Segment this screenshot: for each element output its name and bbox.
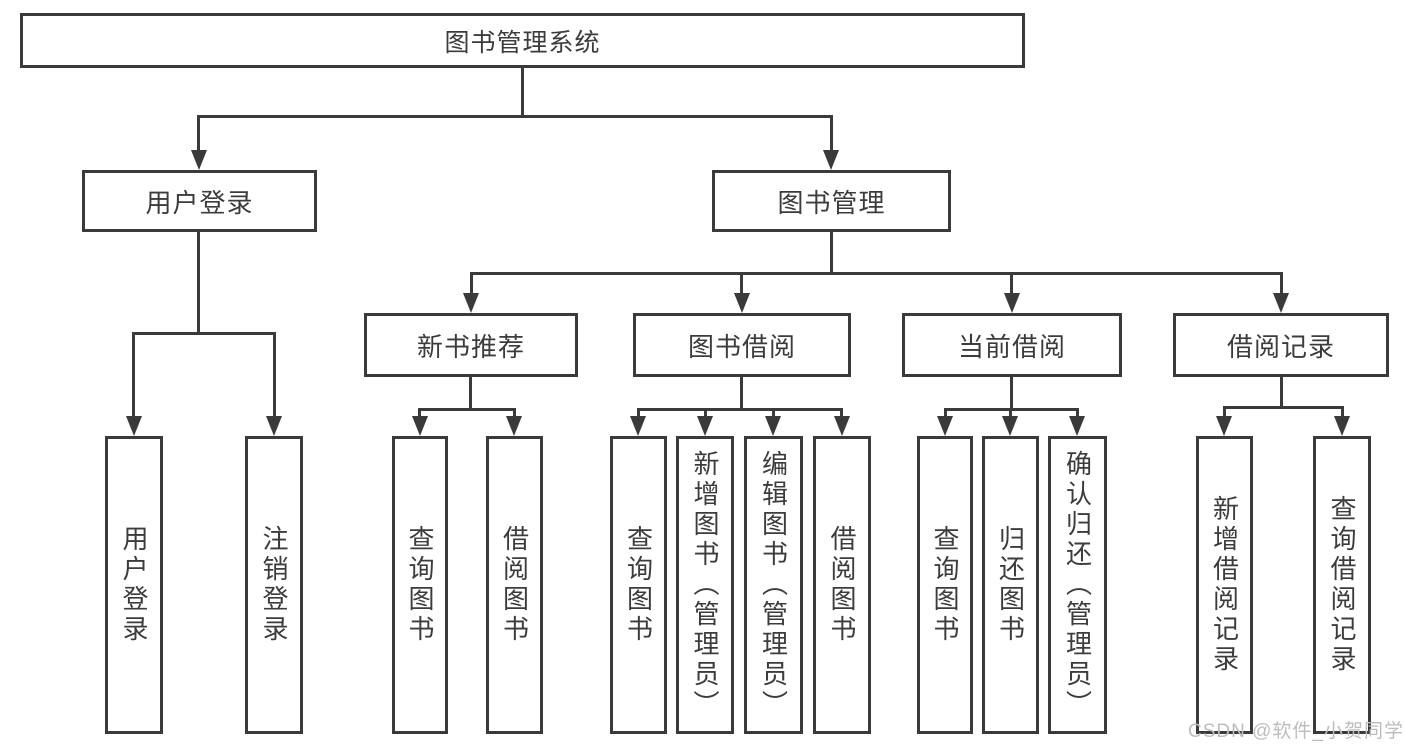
connector-to-leaf	[944, 408, 947, 418]
node-label: 用户登录	[145, 187, 254, 218]
node-label: 借阅记录	[1226, 331, 1335, 362]
connector-book-mgmt-vertical	[830, 232, 833, 275]
connector-user-login-horizontal	[132, 332, 276, 335]
connector-current-borrow-vertical	[1010, 377, 1013, 411]
connector-to-leaf	[704, 408, 707, 418]
leaf-label: 新增图书（管理员）	[690, 450, 720, 720]
arrow-down-icon	[1069, 416, 1085, 436]
connector-to-book-borrow	[740, 272, 743, 294]
connector-book-borrow-vertical	[740, 377, 743, 411]
leaf-return-books: 归还图书	[982, 436, 1039, 734]
connector-to-leaf	[273, 332, 276, 416]
leaf-label: 编辑图书（管理员）	[758, 450, 789, 720]
leaf-label: 查询图书	[930, 525, 960, 645]
csdn-watermark: CSDN @软件_小贺同学	[1188, 721, 1404, 742]
arrow-down-icon	[937, 416, 953, 436]
connector-to-leaf	[1223, 406, 1226, 418]
arrow-down-icon	[266, 416, 282, 436]
leaf-label: 借阅图书	[827, 525, 857, 645]
connector-to-leaf	[132, 332, 135, 416]
leaf-label: 查询图书	[623, 525, 654, 645]
connector-user-login-vertical	[197, 232, 200, 335]
connector-to-leaf	[637, 408, 640, 418]
leaf-query-books-recommend: 查询图书	[392, 436, 448, 734]
leaf-label: 归还图书	[995, 525, 1026, 645]
arrow-down-icon	[126, 416, 142, 436]
leaf-label: 用户登录	[119, 525, 149, 645]
leaf-query-books-current: 查询图书	[917, 436, 973, 734]
connector-level1-horizontal	[197, 115, 833, 118]
leaf-query-borrow-record: 查询借阅记录	[1313, 436, 1371, 734]
node-user-login: 用户登录	[82, 170, 317, 232]
leaf-borrow-books-recommend: 借阅图书	[486, 436, 543, 734]
leaf-logout: 注销登录	[245, 436, 303, 734]
connector-to-leaf	[1341, 406, 1344, 418]
node-new-book-recommend: 新书推荐	[364, 313, 578, 377]
arrow-down-icon	[1004, 293, 1020, 313]
node-label: 当前借阅	[957, 331, 1066, 362]
arrow-down-icon	[734, 293, 750, 313]
node-label: 图书管理	[777, 187, 886, 218]
connector-to-leaf	[772, 408, 775, 418]
arrow-down-icon	[834, 416, 850, 436]
leaf-add-books-admin: 新增图书（管理员）	[676, 436, 734, 734]
node-book-borrow: 图书借阅	[633, 313, 851, 377]
leaf-edit-books-admin: 编辑图书（管理员）	[744, 436, 803, 734]
arrow-down-icon	[191, 150, 207, 170]
connector-to-current-borrow	[1010, 272, 1013, 294]
node-label: 新书推荐	[416, 331, 525, 362]
leaf-borrow-books: 借阅图书	[813, 436, 871, 734]
arrow-down-icon	[412, 416, 428, 436]
connector-new-book-vertical	[469, 377, 472, 411]
connector-to-new-book	[470, 272, 473, 294]
leaf-label: 查询图书	[405, 525, 435, 645]
leaf-label: 注销登录	[259, 525, 289, 645]
arrow-down-icon	[630, 416, 646, 436]
connector-borrow-records-vertical	[1280, 377, 1283, 409]
arrow-down-icon	[1273, 293, 1289, 313]
arrow-down-icon	[823, 150, 839, 170]
leaf-label: 借阅图书	[499, 525, 530, 645]
leaf-label: 查询借阅记录	[1327, 495, 1357, 675]
connector-to-leaf	[1009, 408, 1012, 418]
node-borrow-records: 借阅记录	[1173, 313, 1389, 377]
connector-to-borrow-records	[1280, 272, 1283, 294]
arrow-down-icon	[697, 416, 713, 436]
connector-borrow-records-horizontal	[1223, 406, 1344, 409]
leaf-user-login: 用户登录	[105, 436, 163, 734]
connector-to-leaf	[1076, 408, 1079, 418]
arrow-down-icon	[463, 293, 479, 313]
node-library-management-system: 图书管理系统	[20, 13, 1025, 68]
connector-to-leaf	[418, 408, 421, 418]
arrow-down-icon	[506, 416, 522, 436]
node-book-management: 图书管理	[712, 170, 951, 232]
leaf-label: 确认归还（管理员）	[1062, 450, 1093, 720]
node-label: 图书借阅	[687, 331, 796, 362]
leaf-label: 新增借阅记录	[1209, 495, 1240, 675]
arrow-down-icon	[1002, 416, 1018, 436]
connector-to-leaf	[513, 408, 516, 418]
node-current-borrow: 当前借阅	[902, 313, 1122, 377]
connector-new-book-horizontal	[418, 408, 516, 411]
arrow-down-icon	[765, 416, 781, 436]
leaf-confirm-return-admin: 确认归还（管理员）	[1048, 436, 1107, 734]
connector-to-book-management	[830, 115, 833, 152]
leaf-add-borrow-record: 新增借阅记录	[1196, 436, 1253, 734]
connector-root-vertical	[521, 68, 524, 118]
connector-level3-horizontal	[470, 272, 1283, 275]
connector-book-borrow-horizontal	[637, 408, 843, 411]
leaf-query-books-borrow: 查询图书	[610, 436, 667, 734]
connector-to-leaf	[840, 408, 843, 418]
arrow-down-icon	[1216, 416, 1232, 436]
arrow-down-icon	[1334, 416, 1350, 436]
node-label: 图书管理系统	[444, 28, 601, 57]
connector-to-user-login	[197, 115, 200, 152]
